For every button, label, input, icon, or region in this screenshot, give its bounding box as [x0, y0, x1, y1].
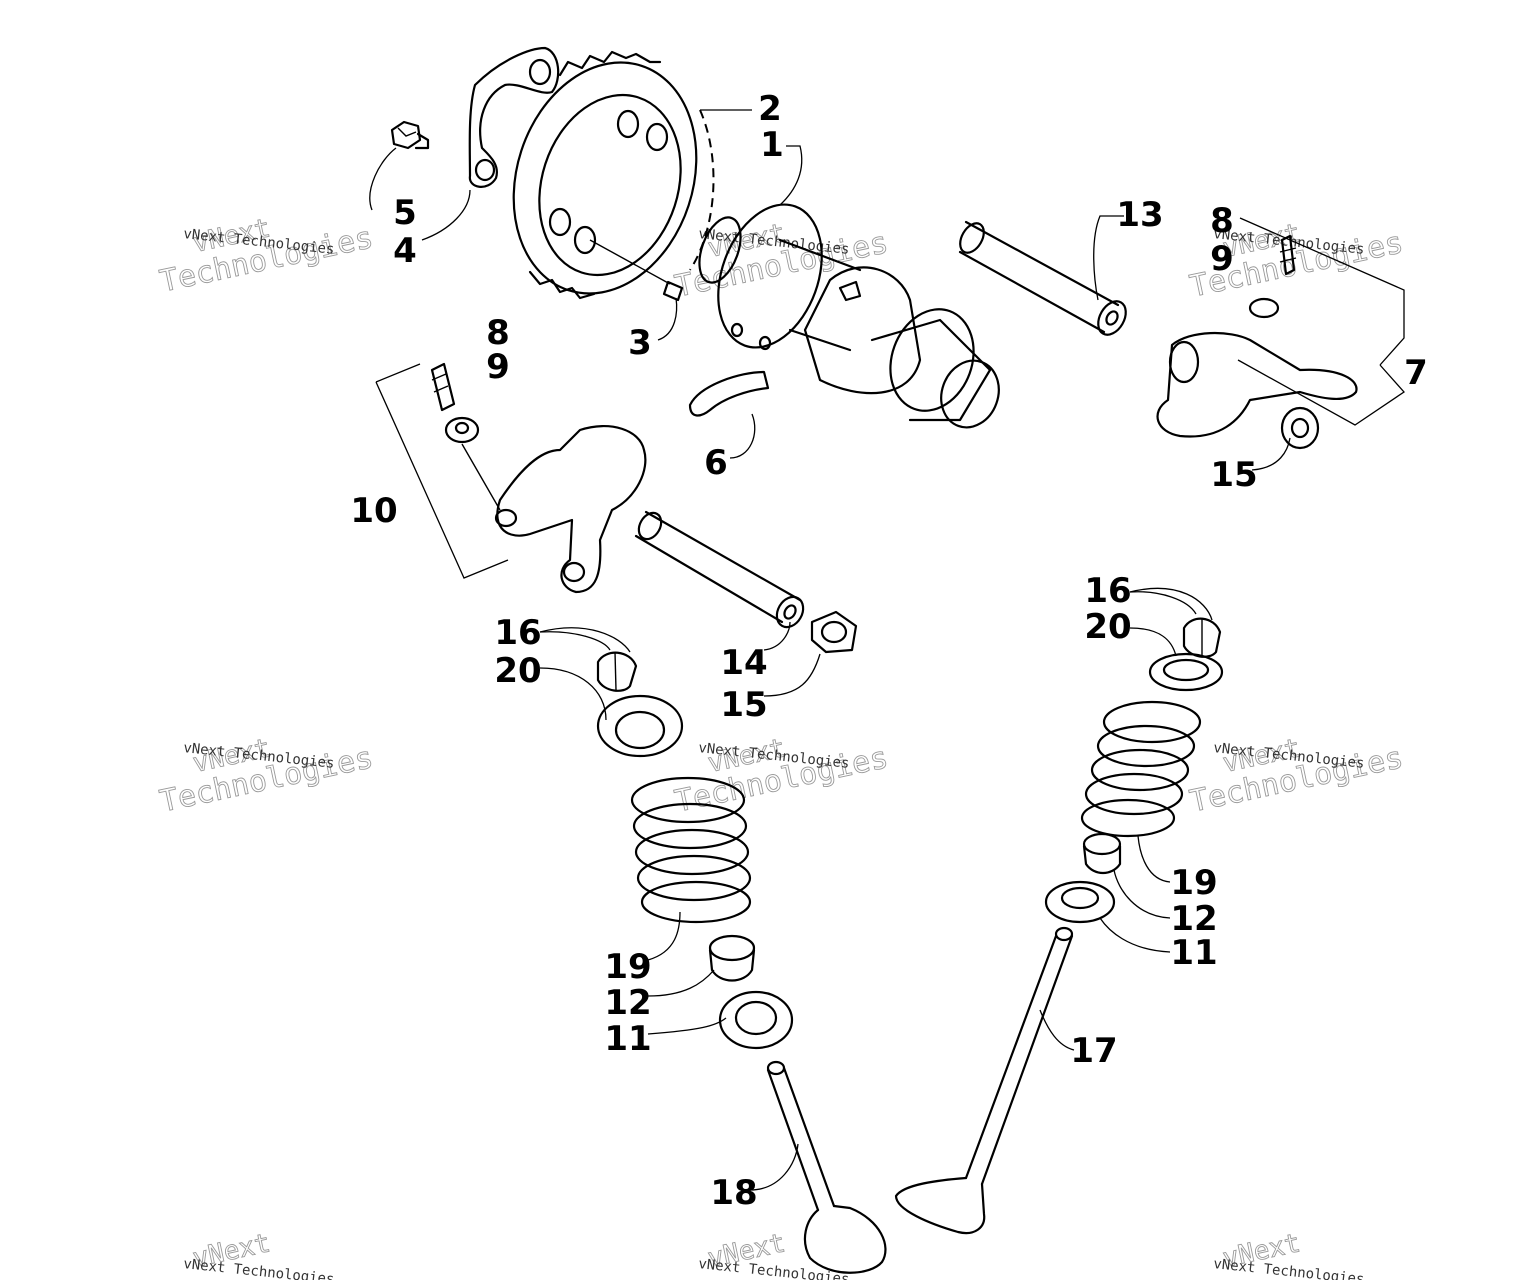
- spring-seat-part-11-right: [1044, 880, 1116, 924]
- thrust-washer-part-6: [688, 370, 770, 417]
- callout-9-left: 9: [486, 347, 510, 387]
- callout-20-left: 20: [494, 651, 541, 691]
- callout-6: 6: [704, 443, 728, 483]
- valve-keepers-part-16-left: [596, 651, 638, 692]
- callout-16-left: 16: [494, 613, 541, 653]
- rocker-arm-part-7: [1156, 217, 1405, 450]
- valve-part-18: [766, 1060, 887, 1274]
- spring-seat-part-11-left: [718, 990, 794, 1050]
- callout-12-left: 12: [604, 983, 651, 1023]
- leader-lines: [369, 109, 1291, 1191]
- watermark: vNext Technologies: [156, 733, 376, 820]
- callout-13: 13: [1116, 195, 1163, 235]
- callout-18: 18: [710, 1173, 757, 1213]
- callout-10: 10: [350, 491, 397, 531]
- callout-8-right: 8: [1210, 201, 1234, 241]
- valve-keepers-part-16-right: [1182, 617, 1222, 658]
- camshaft-part-1: [698, 203, 1000, 429]
- callout-labels: 2 1 5 4 3 6 13 8 9 7 15 8 9 10 14 15 16 …: [350, 89, 1428, 1213]
- callout-2: 2: [758, 89, 782, 129]
- valve-seal-part-12-right: [1082, 832, 1122, 875]
- retainer-plate-part-4: [468, 46, 560, 188]
- callout-14: 14: [720, 643, 767, 683]
- dowel-pin-part-3: [589, 239, 684, 302]
- spring-retainer-part-20-left: [596, 694, 684, 758]
- callout-16-right: 16: [1084, 571, 1131, 611]
- callout-20-right: 20: [1084, 607, 1131, 647]
- callout-5: 5: [393, 193, 417, 233]
- rocker-shaft-part-14: [634, 510, 805, 629]
- spring-retainer-part-20-right: [1148, 652, 1224, 692]
- callout-4: 4: [393, 231, 417, 271]
- callout-15-right: 15: [1210, 455, 1257, 495]
- callout-12-right: 12: [1170, 899, 1217, 939]
- callout-15-left: 15: [720, 685, 767, 725]
- callout-17: 17: [1070, 1031, 1117, 1071]
- valve-spring-part-19-left: [630, 776, 752, 924]
- valve-seal-part-12-left: [708, 934, 756, 982]
- bushing-part-15: [810, 610, 858, 654]
- watermark: vNext Technologies: [1186, 733, 1406, 820]
- callout-3: 3: [628, 323, 652, 363]
- cam-sprocket-part-2: [512, 50, 715, 300]
- callout-11-right: 11: [1170, 933, 1217, 973]
- callout-7: 7: [1404, 353, 1428, 393]
- callout-19-right: 19: [1170, 863, 1217, 903]
- callout-1: 1: [760, 125, 784, 165]
- callout-11-left: 11: [604, 1019, 651, 1059]
- watermarks: vNext Technologies vNext Technologies vN…: [156, 213, 1406, 1280]
- rocker-arm-part-10: [375, 362, 647, 594]
- callout-19-left: 19: [604, 947, 651, 987]
- bolt-part-5: [390, 120, 430, 150]
- valve-part-17: [894, 926, 1074, 1235]
- callout-9-right: 9: [1210, 239, 1234, 279]
- rocker-shaft-part-13: [958, 220, 1127, 336]
- callout-8-left: 8: [486, 313, 510, 353]
- valve-spring-part-19-right: [1080, 700, 1202, 838]
